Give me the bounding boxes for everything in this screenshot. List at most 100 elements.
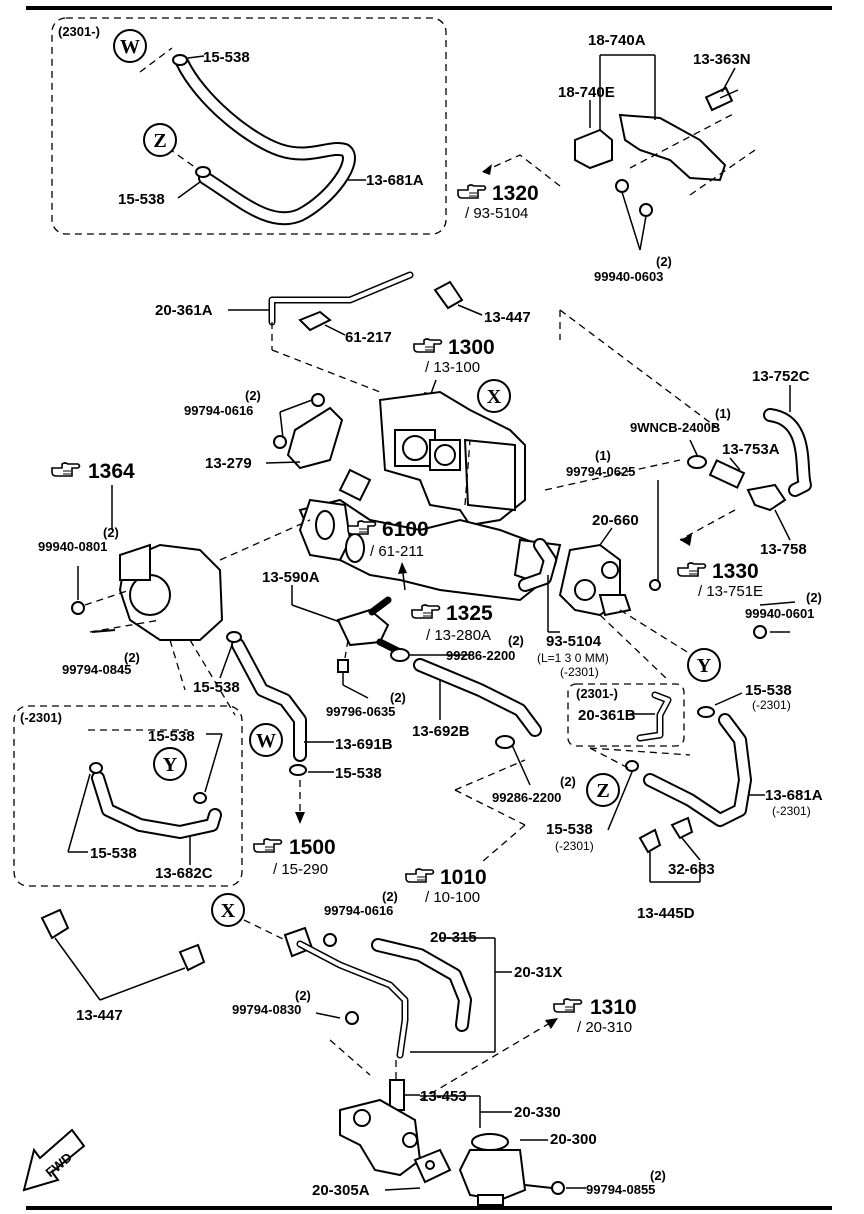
label-99794-0830: 99794-0830 bbox=[232, 1002, 301, 1017]
inset-left-hose: 13-682C bbox=[155, 865, 213, 882]
svg-text:/ 10-100: / 10-100 bbox=[425, 889, 480, 906]
hose-13-692B bbox=[390, 648, 542, 826]
svg-text:Y: Y bbox=[697, 655, 712, 677]
hose-13-752C bbox=[559, 309, 812, 497]
label-99940-0603: 99940-0603 bbox=[594, 269, 663, 284]
svg-text:/ 61-211: / 61-211 bbox=[370, 543, 424, 560]
callout-y-left: Y bbox=[153, 747, 187, 781]
callout-w-left: W bbox=[249, 723, 283, 757]
label-20-300: 20-300 bbox=[550, 1131, 597, 1148]
inset-right-part: 20-361B bbox=[578, 707, 636, 724]
label-13-692B: 13-692B bbox=[412, 723, 470, 740]
code-2301-d: (-2301) bbox=[772, 804, 811, 818]
ref-1500: 1500 / 15-290 bbox=[253, 836, 336, 878]
thermostat-housing bbox=[71, 519, 311, 716]
label-99794-0845: 99794-0845 bbox=[62, 662, 131, 677]
label-99794-0616-b: 99794-0616 bbox=[324, 903, 393, 918]
label-13-753A: 13-753A bbox=[722, 441, 780, 458]
label-61-217: 61-217 bbox=[345, 329, 392, 346]
ref-1325: 1325 / 13-280A bbox=[398, 562, 493, 644]
qty-99940-0601: (2) bbox=[806, 590, 822, 605]
svg-text:/ 13-100: / 13-100 bbox=[425, 359, 480, 376]
qty-99794-0845: (2) bbox=[124, 650, 140, 665]
qty-99940-0801: (2) bbox=[103, 525, 119, 540]
inset-top-clamp-bottom: 15-538 bbox=[118, 191, 165, 208]
label-15-538-c: 15-538 bbox=[745, 682, 792, 699]
label-15-538-d: 15-538 bbox=[546, 821, 593, 838]
label-13-758: 13-758 bbox=[760, 541, 807, 558]
label-9WNCB-2400B: 9WNCB-2400B bbox=[630, 420, 720, 435]
label-99286-2200-b: 99286-2200 bbox=[492, 790, 561, 805]
qty-99794-0625: (1) bbox=[595, 448, 611, 463]
clips-13-447-bottom bbox=[40, 908, 206, 1001]
bracket-13-279 bbox=[265, 393, 344, 470]
svg-text:/ 13-751E: / 13-751E bbox=[698, 583, 763, 600]
svg-text:1330: 1330 bbox=[712, 560, 759, 583]
inset-top: (2301-) bbox=[51, 17, 447, 235]
label-15-538-a: 15-538 bbox=[193, 679, 240, 696]
label-15-538-b: 15-538 bbox=[335, 765, 382, 782]
label-20-31X: 20-31X bbox=[514, 964, 562, 981]
svg-text:/ 93-5104: / 93-5104 bbox=[465, 205, 528, 222]
water-outlet-13-590A bbox=[291, 585, 404, 699]
pipe-20-361A bbox=[228, 271, 483, 393]
label-13-445D: 13-445D bbox=[637, 905, 695, 922]
code-2301-a: (-2301) bbox=[560, 665, 599, 679]
inset-top-hose: 13-681A bbox=[366, 172, 424, 189]
callout-x-bottom: X bbox=[211, 893, 245, 927]
label-18-740A: 18-740A bbox=[588, 32, 646, 49]
qty-99286-2200-b: (2) bbox=[560, 774, 576, 789]
ref-6100: 6100 / 61-211 bbox=[347, 518, 429, 560]
qty-99794-0616-b: (2) bbox=[382, 889, 398, 904]
label-13-590A: 13-590A bbox=[262, 569, 320, 586]
qty-99794-0830: (2) bbox=[295, 988, 311, 1003]
qty-99794-0855: (2) bbox=[650, 1168, 666, 1183]
clip-13-445D bbox=[638, 816, 701, 883]
tube-13-753A bbox=[544, 439, 791, 541]
inset-left-clamp-top: 15-538 bbox=[148, 728, 195, 745]
label-13-691B: 13-691B bbox=[335, 736, 393, 753]
inset-right bbox=[567, 683, 685, 747]
inset-top-code: (2301-) bbox=[58, 24, 100, 39]
svg-text:6100: 6100 bbox=[382, 518, 429, 541]
label-20-305A: 20-305A bbox=[312, 1182, 370, 1199]
inset-left bbox=[13, 705, 243, 887]
svg-text:Y: Y bbox=[163, 754, 178, 776]
egr-valve-assembly bbox=[339, 1095, 586, 1206]
callout-w-top: W bbox=[113, 29, 147, 63]
inset-left-clamp-bottom: 15-538 bbox=[90, 845, 137, 862]
label-20-660: 20-660 bbox=[592, 512, 639, 529]
label-99794-0855: 99794-0855 bbox=[586, 1182, 655, 1197]
label-93-5104: 93-5104 bbox=[546, 633, 602, 650]
label-99940-0801: 99940-0801 bbox=[38, 539, 107, 554]
label-20-361A: 20-361A bbox=[155, 302, 213, 319]
svg-text:1500: 1500 bbox=[289, 836, 336, 859]
hose-13-691B bbox=[219, 631, 334, 824]
hose-13-681A-right bbox=[589, 692, 765, 831]
ref-1320: 1320 / 93-5104 bbox=[457, 154, 561, 222]
svg-text:W: W bbox=[256, 730, 276, 752]
label-13-279: 13-279 bbox=[205, 455, 252, 472]
qty-99940-0603: (2) bbox=[656, 254, 672, 269]
inset-top-clamp-top: 15-538 bbox=[203, 49, 250, 66]
qty-99796-0635: (2) bbox=[390, 690, 406, 705]
ref-1010: 1010 / 10-100 bbox=[405, 824, 526, 906]
inset-left-code: (-2301) bbox=[20, 710, 62, 725]
label-99940-0601: 99940-0601 bbox=[745, 606, 814, 621]
qty-99286-2200-a: (2) bbox=[508, 633, 524, 648]
label-13-363N: 13-363N bbox=[693, 51, 751, 68]
svg-text:/ 20-310: / 20-310 bbox=[577, 1019, 632, 1036]
label-13-752C: 13-752C bbox=[752, 368, 810, 385]
label-18-740E: 18-740E bbox=[558, 84, 615, 101]
callout-z-top: Z bbox=[143, 123, 177, 157]
qty-99794-0616: (2) bbox=[245, 388, 261, 403]
code-2301-c: (-2301) bbox=[555, 839, 594, 853]
label-20-330: 20-330 bbox=[514, 1104, 561, 1121]
label-99794-0625: 99794-0625 bbox=[566, 464, 635, 479]
label-99796-0635: 99796-0635 bbox=[326, 704, 395, 719]
egr-pipe-20-31X bbox=[243, 919, 512, 1111]
callout-z-right: Z bbox=[586, 773, 620, 807]
callout-y-right: Y bbox=[687, 648, 721, 682]
svg-text:1364: 1364 bbox=[88, 460, 135, 483]
